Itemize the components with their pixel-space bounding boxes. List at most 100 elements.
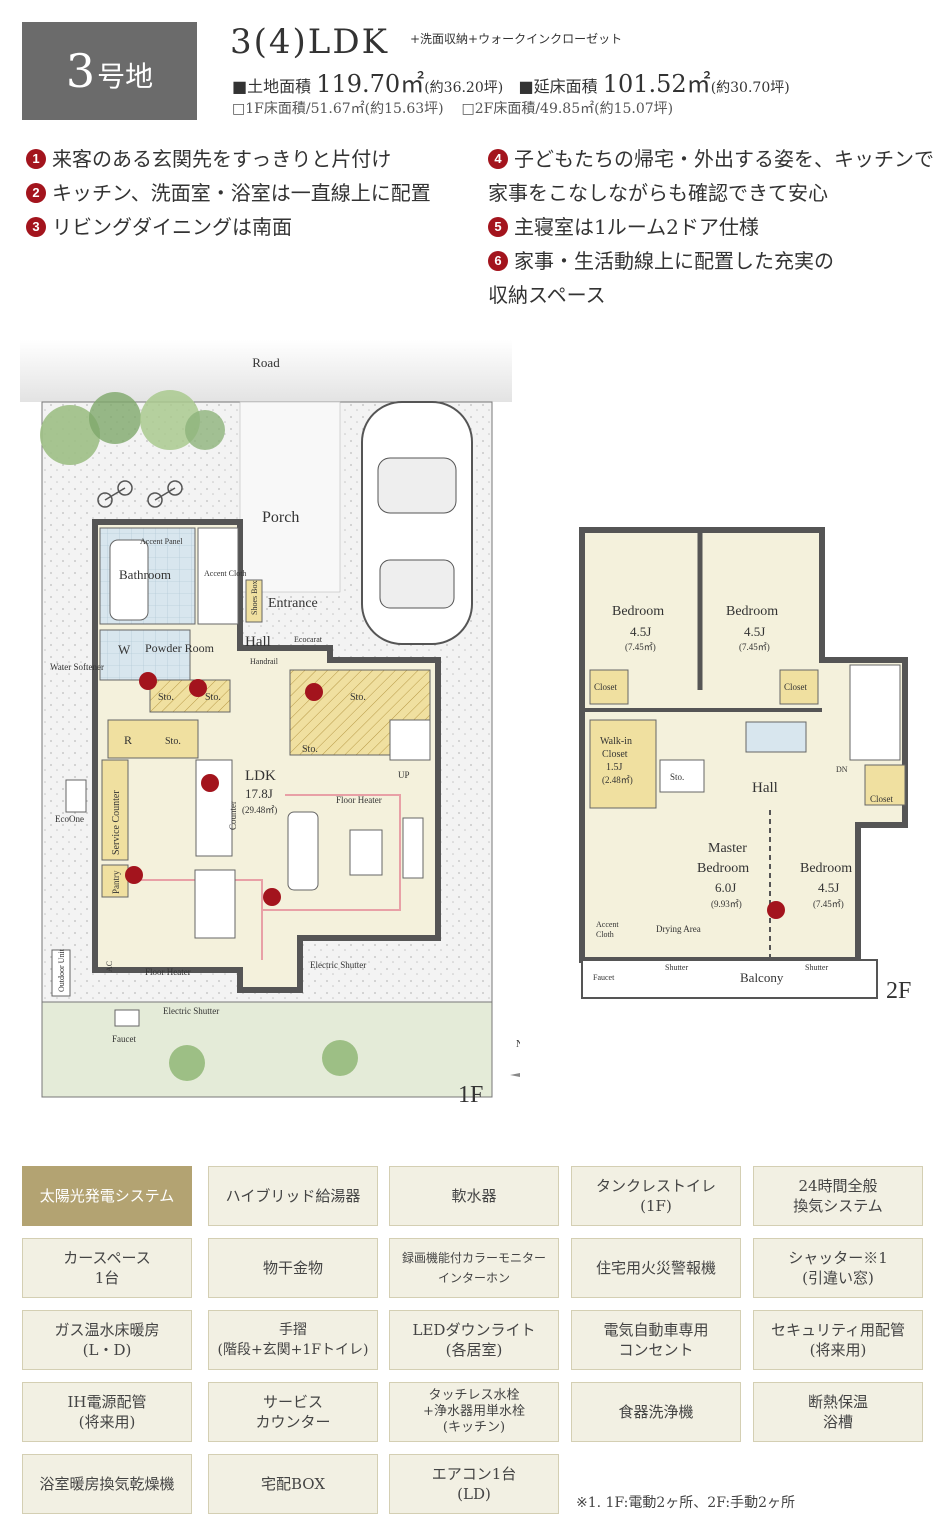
road-label: Road [252, 355, 280, 370]
tree-icon [169, 1040, 358, 1081]
accent-panel-label: Accent Panel [140, 537, 183, 546]
point-marker: 6 [488, 251, 508, 271]
bedroom-area: (7.45㎡) [813, 899, 844, 909]
electric-shutter-label: Electric Shutter [163, 1006, 219, 1016]
faucet-label: Faucet [593, 973, 615, 982]
point-text: リビングダイニングは南面 [52, 215, 292, 239]
bedroom-size: 4.5J [818, 880, 839, 895]
land-area-label: ■土地面積 [232, 77, 312, 96]
staircase [389, 719, 431, 761]
ldk-size: 17.8J [245, 786, 273, 801]
point-text: 主寝室は1ルーム2ドア仕様 [514, 215, 759, 239]
feature-cell: IH電源配管 (将来用) [22, 1382, 192, 1442]
point-text-continued: 収納スペース [488, 283, 606, 307]
storage-label: Sto. [302, 744, 318, 755]
ldk-label: LDK [245, 768, 276, 784]
bedroom-label: Bedroom [800, 861, 852, 876]
laundry-storage [107, 719, 199, 759]
closet-label: Closet [594, 682, 618, 692]
garden-area [41, 1001, 493, 1098]
area-line: ■土地面積 119.70㎡(約36.20坪) ■延床面積 101.52㎡(約30… [232, 64, 790, 99]
road-area [20, 340, 512, 402]
accent-cloth-label: Accent Cloth [204, 569, 246, 578]
faucet-icon [114, 1009, 140, 1027]
feature-cell: 住宅用火災警報機 [571, 1238, 741, 1298]
pantry [101, 864, 129, 898]
feature-cell: ハイブリッド給湯器 [208, 1166, 378, 1226]
balcony [581, 959, 878, 999]
up-label: UP [398, 770, 410, 780]
balcony-label: Balcony [740, 970, 784, 985]
walk-in-size: 1.5J [606, 762, 623, 773]
powder-room-label: Powder Room [145, 641, 215, 655]
cloth-label: Cloth [596, 930, 614, 939]
lot-suffix: 号地 [97, 60, 154, 93]
floor-area-value: 101.52㎡ [602, 70, 711, 98]
point-text: キッチン、洗面室・浴室は一直線上に配置 [52, 181, 431, 205]
counter-label: Counter [228, 801, 238, 830]
feature-cell: セキュリティ用配管 (将来用) [753, 1310, 923, 1370]
point-text: 来客のある玄関先をすっきりと片付け [52, 147, 392, 171]
walk-in-closet-label: Closet [602, 749, 628, 760]
service-counter-label: Service Counter [111, 790, 122, 855]
floor-heater-label: Floor Heater [336, 795, 382, 805]
hall-label: Hall [752, 780, 778, 796]
point-text: 子どもたちの帰宅・外出する姿を、キッチンで [514, 147, 934, 171]
bedroom-label: Bedroom [726, 604, 778, 619]
master-label: Master [708, 841, 747, 856]
closet [589, 669, 629, 705]
feature-cell: シャッター※1 (引違い窓) [753, 1238, 923, 1298]
ldk-area: (29.48㎡) [242, 805, 277, 815]
master-area: (9.93㎡) [711, 899, 742, 909]
bicycle-icon [97, 480, 183, 508]
master-size: 6.0J [715, 880, 736, 895]
feature-cell: 手摺 (階段+玄関+1Fトイレ) [208, 1310, 378, 1370]
porch-label: Porch [262, 509, 299, 526]
ac-label: AC [105, 961, 114, 972]
feature-cell: 食器洗浄機 [571, 1382, 741, 1442]
second-floor-plan: Bedroom 4.5J (7.45㎡) Bedroom 4.5J (7.45㎡… [579, 527, 908, 999]
drying-area-label: Drying Area [656, 924, 701, 934]
toilet-2f [745, 721, 807, 753]
first-floor-plan: Road Porch Bathroom Accent Panel Accent … [20, 340, 520, 1098]
floor-areas: □1F床面積/51.67㎡(約15.63坪) □2F床面積/49.85㎡(約15… [232, 98, 673, 118]
r-label: R [124, 733, 132, 747]
walk-in-area: (2.48㎡) [602, 775, 633, 785]
second-floor-label: 2F [886, 978, 912, 1004]
bedroom-size: 4.5J [744, 624, 765, 639]
closet-label: Closet [870, 794, 894, 804]
shutter-label: Shutter [665, 963, 688, 972]
storage-label: Sto. [205, 692, 221, 703]
approach-paving [239, 401, 341, 593]
outdoor-unit-label: Outdoor Unit [57, 948, 66, 992]
land-area-tsubo: (約36.20坪) [424, 80, 504, 96]
table-icon [349, 829, 383, 876]
feature-cell: 浴室暖房換気乾燥機 [22, 1454, 192, 1514]
feature-cell: 録画機能付カラーモニター インターホン [389, 1238, 559, 1298]
kitchen-counter [195, 759, 233, 857]
closet-label: Closet [784, 682, 808, 692]
plan-type: 3(4)LDK [230, 22, 390, 62]
dining-table-icon [194, 869, 236, 939]
feature-cell: LEDダウンライト (各居室) [389, 1310, 559, 1370]
lot-number: 3 [65, 44, 96, 98]
first-floor-area: □1F床面積/51.67㎡(約15.63坪) [232, 101, 444, 117]
first-floor-label: 1F [458, 1082, 484, 1108]
accent-label: Accent [596, 920, 619, 929]
service-counter [101, 759, 129, 861]
tree-icon [40, 390, 225, 465]
feature-cell: エアコン1台 (LD) [389, 1454, 559, 1514]
feature-cell: 宅配BOX [208, 1454, 378, 1514]
point-marker: 5 [488, 217, 508, 237]
bathroom-label: Bathroom [119, 567, 171, 582]
feature-cell: 物干金物 [208, 1238, 378, 1298]
car-icon [361, 401, 473, 645]
marker-6 [189, 679, 207, 697]
